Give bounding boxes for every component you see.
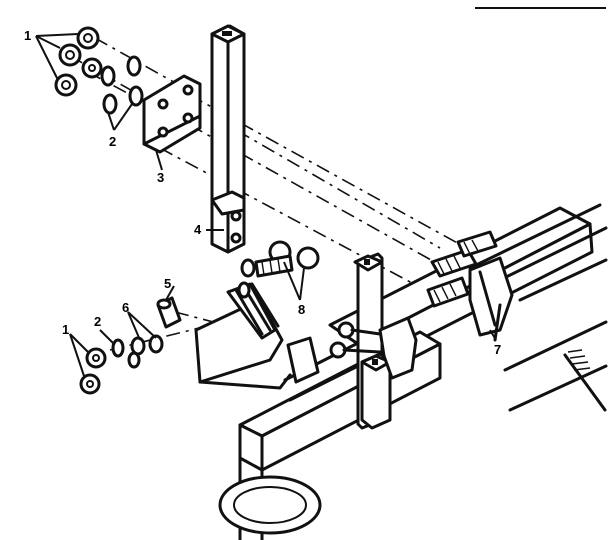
- post-clamp: [329, 316, 418, 380]
- u-clamp-bracket: [468, 256, 514, 342]
- leader-lines: [35, 33, 497, 377]
- nuts-bottom-group: [79, 296, 182, 395]
- callout-1-top: 1: [24, 28, 31, 43]
- lower-vertical-post: [360, 352, 392, 430]
- callout-6: 6: [122, 300, 129, 315]
- shank-holder-bracket: [194, 282, 320, 390]
- callout-4: 4: [194, 222, 202, 237]
- bolts-group-8: [237, 240, 320, 299]
- callout-8: 8: [298, 302, 305, 317]
- callout-2-bottom: 2: [94, 314, 101, 329]
- nuts-top-group: [54, 26, 144, 115]
- u-bolt-threads: [426, 230, 498, 308]
- callout-5: 5: [164, 276, 171, 291]
- callout-2-top: 2: [109, 134, 116, 149]
- callout-3: 3: [157, 170, 164, 185]
- mounting-plate: [142, 74, 202, 154]
- callout-1-bottom: 1: [62, 322, 69, 337]
- callout-7: 7: [494, 342, 501, 357]
- vertical-shank: [210, 24, 246, 254]
